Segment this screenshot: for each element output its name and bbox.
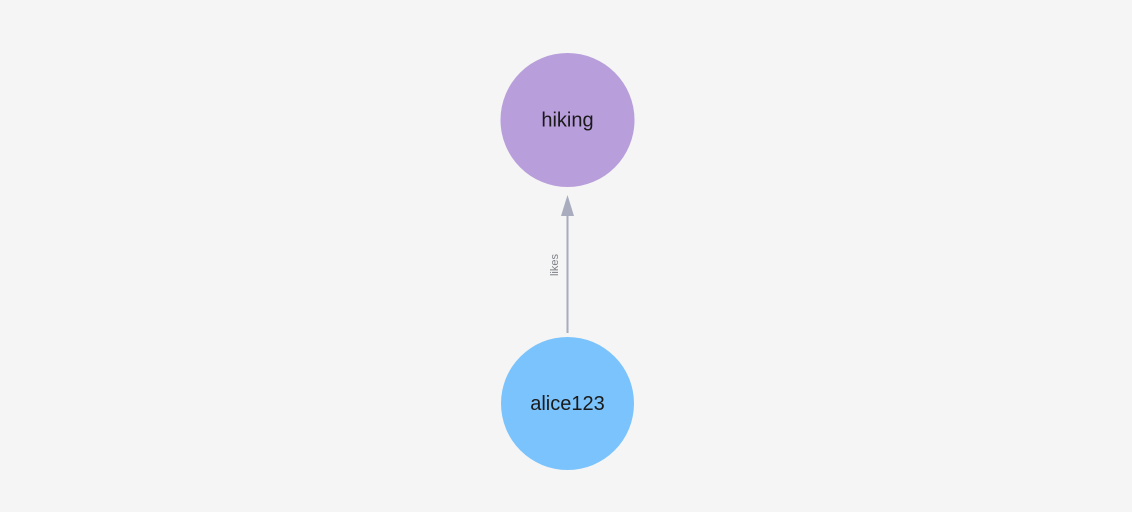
edge-label: likes [549, 254, 561, 277]
node-label: hiking [541, 109, 593, 131]
node-label: alice123 [530, 393, 605, 415]
graph-edge[interactable]: likes [549, 195, 574, 333]
node-circle [500, 53, 635, 187]
edges-layer: likes [549, 195, 574, 333]
arrowhead-icon [561, 195, 574, 216]
nodes-layer: hiking alice123 [500, 53, 635, 470]
graph-node-hiking[interactable]: hiking [500, 53, 635, 187]
node-circle [501, 337, 634, 470]
graph-node-alice123[interactable]: alice123 [501, 337, 634, 470]
